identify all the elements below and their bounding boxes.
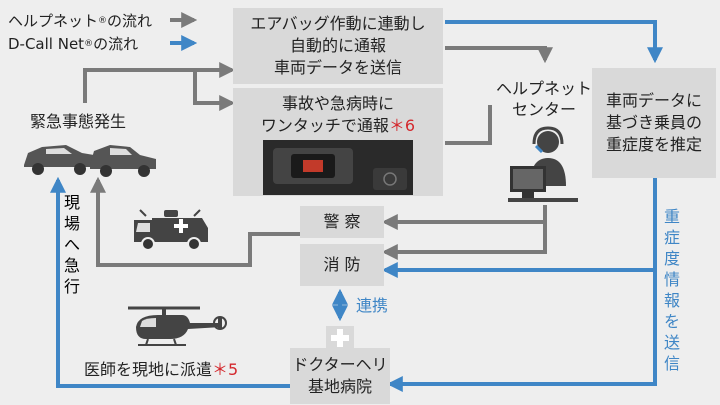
one-touch-report-box: 事故や急病時に ワンタッチで通報＊6 — [233, 88, 443, 196]
arrow-accident-to-airbag — [83, 62, 236, 103]
legend-dcallnet: D-Call Net®の流れ — [8, 34, 139, 54]
arrow-center-to-fire — [381, 222, 547, 260]
doctor-dispatch-label: 医師を現地に派遣＊5 — [84, 360, 239, 379]
helicopter-icon — [128, 306, 227, 346]
accident-label: 緊急事態発生 — [30, 112, 127, 131]
arrow-airbag-to-estimate — [445, 20, 663, 64]
police-box: 警 察 — [300, 206, 384, 238]
arrow-hospital-to-scene — [50, 176, 290, 388]
arrow-estimate-to-hospital — [386, 270, 657, 392]
ambulance-icon — [134, 209, 208, 251]
fire-department-box: 消 防 — [300, 244, 384, 286]
legend-helpnet: ヘルプネット®の流れ — [8, 12, 153, 30]
doctor-heli-hospital-box: ドクターヘリ 基地病院 — [290, 348, 390, 404]
arrow-airbag-to-center — [445, 46, 553, 64]
severity-send-label: 重 症 度 情 報 を 送 信 — [664, 207, 681, 373]
arrow-center-to-police — [381, 205, 547, 230]
arrow-dispatch-to-scene — [90, 176, 300, 267]
airbag-auto-report-box: エアバッグ作動に連動し 自動的に通報 車両データを送信 — [233, 8, 443, 84]
arrow-accident-to-onetouch — [193, 70, 236, 111]
operator-headset-icon — [508, 126, 578, 202]
crashed-cars-icon — [24, 145, 156, 177]
sos-button-icon — [263, 140, 413, 195]
severity-estimate-box: 車両データに 基づき乗員の 重症度を推定 — [592, 68, 716, 178]
medical-cross-icon — [326, 326, 354, 350]
cooperation-label: 連携 — [356, 296, 389, 315]
arrow-onetouch-to-center — [445, 105, 492, 145]
help-center-label: ヘルプネット センター — [496, 79, 593, 119]
rush-to-scene-label: 現 場 へ 急 行 — [64, 193, 81, 296]
